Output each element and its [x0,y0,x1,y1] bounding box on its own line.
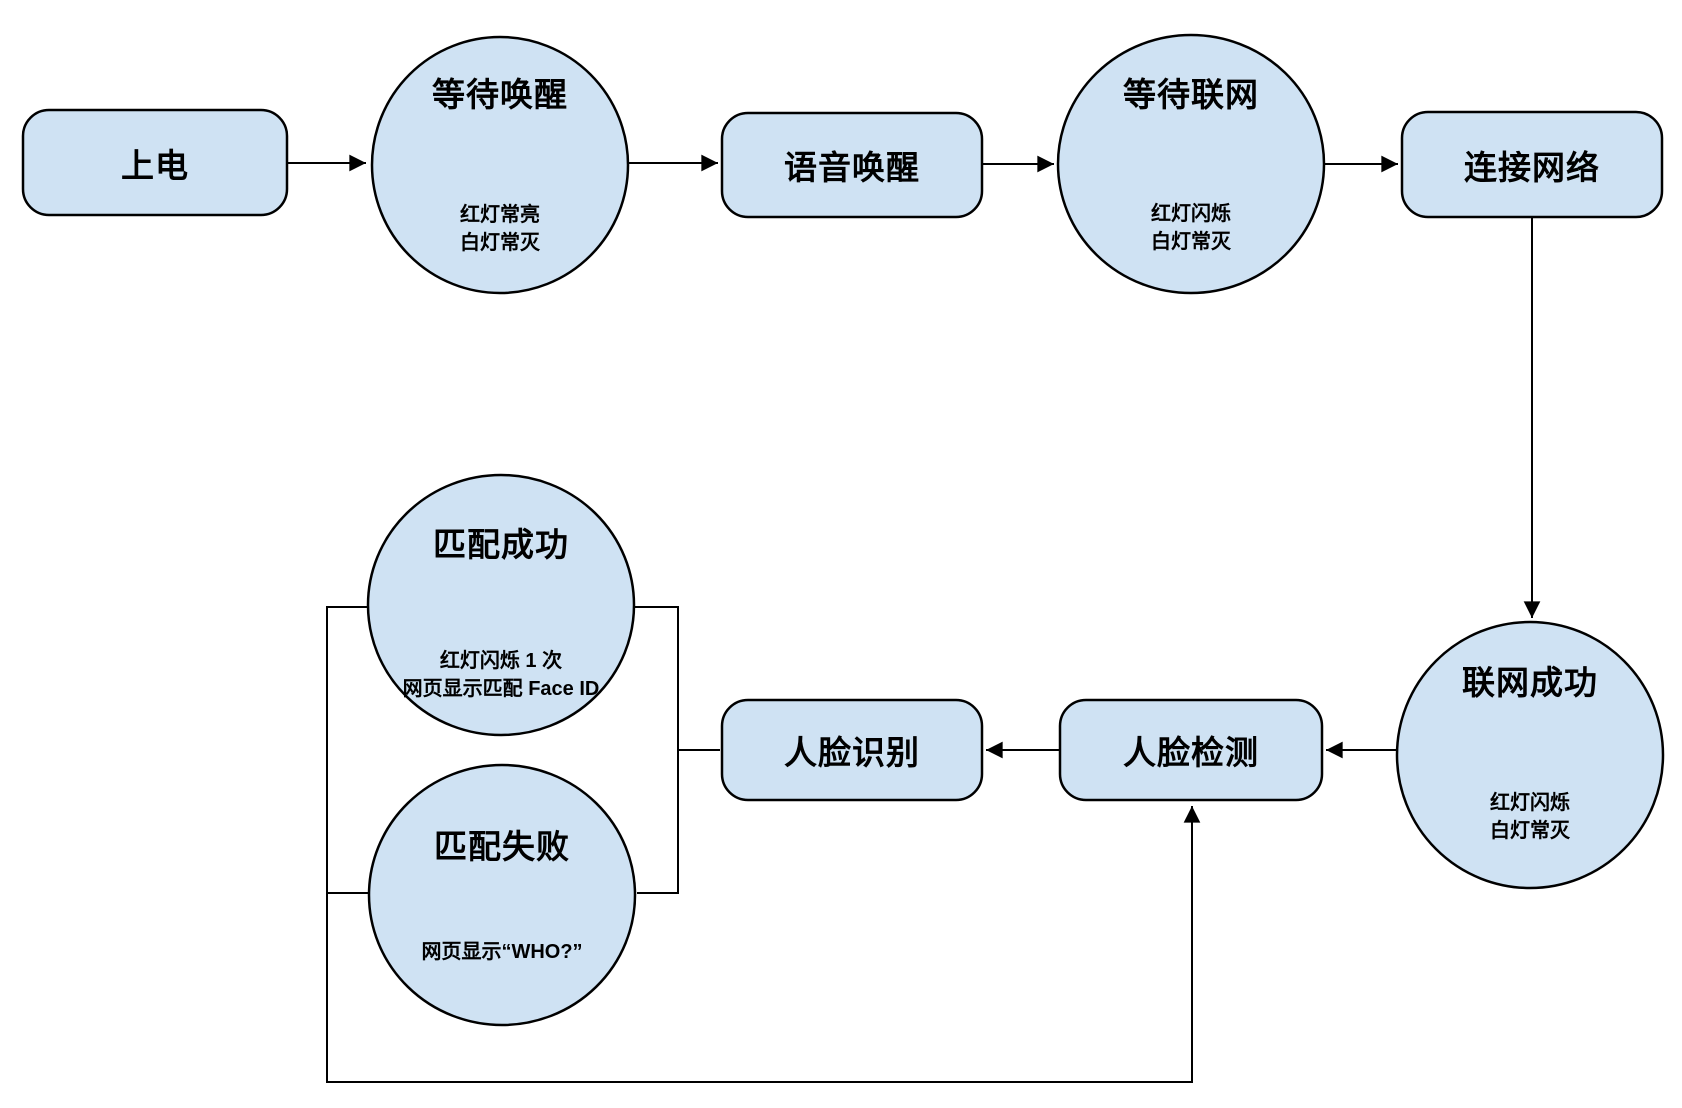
node-network-success [1395,620,1665,890]
node-face-detect-label: 人脸检测 [1123,734,1259,771]
node-match-fail-status: 网页显示“WHO?” [352,938,652,966]
node-face-recognize-label: 人脸识别 [784,734,920,771]
status-line: 白灯常灭 [1490,820,1570,842]
node-network-success-status: 红灯闪烁 白灯常灭 [1380,789,1680,845]
node-wait-wake-label: 等待唤醒 [432,76,568,113]
node-match-fail-label: 匹配失败 [434,828,570,865]
node-connect-network-label: 连接网络 [1464,148,1600,186]
node-match-success [366,473,636,737]
node-match-success-status: 红灯闪烁 1 次 网页显示匹配 Face ID [351,647,651,703]
status-line: 红灯常亮 [460,204,540,226]
status-line: 网页显示“WHO?” [421,941,583,963]
status-line: 红灯闪烁 [1151,203,1231,225]
node-match-success-label: 匹配成功 [433,526,569,563]
node-wait-wake [370,35,630,295]
node-wait-network-label: 等待联网 [1123,76,1259,113]
loop-match-results-to-face-detect [326,606,1201,1083]
node-wait-wake-status: 红灯常亮 白灯常灭 [350,201,650,257]
node-match-fail [367,763,637,1027]
status-line: 红灯闪烁 1 次 [439,650,563,672]
node-wait-network-status: 红灯闪烁 白灯常灭 [1041,200,1341,256]
status-line: 网页显示匹配 Face ID [402,678,600,700]
status-line: 白灯常灭 [1151,231,1231,253]
node-network-success-label: 联网成功 [1462,664,1598,701]
node-voice-wake-label: 语音唤醒 [784,149,920,186]
node-power-on-label: 上电 [121,146,189,184]
node-face-recognize [720,698,984,802]
status-line: 红灯闪烁 [1490,792,1570,814]
status-line: 白灯常灭 [460,232,540,254]
